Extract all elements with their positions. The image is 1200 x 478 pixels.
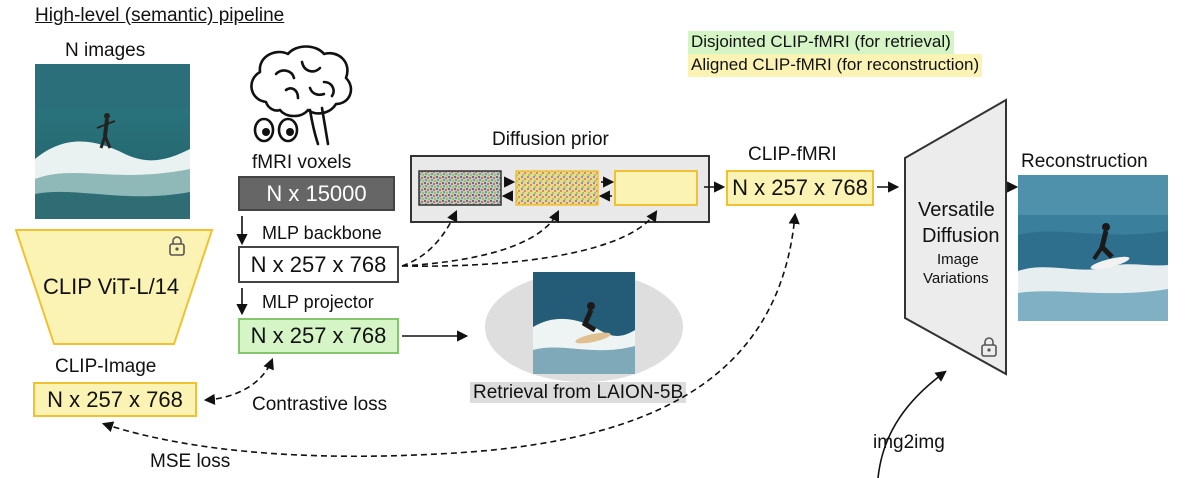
- noise-block-2: [515, 170, 599, 206]
- mse-loss-label: MSE loss: [150, 451, 231, 472]
- versatile-title-2: Diffusion: [922, 225, 1000, 247]
- voxels-box: N x 15000: [238, 176, 395, 211]
- img2img-label: img2img: [873, 432, 945, 453]
- dashed-backbone-noise1: [401, 209, 458, 267]
- brain-icon: [250, 45, 353, 146]
- n-images-label: N images: [65, 40, 146, 61]
- arrow-img2img: [877, 370, 947, 478]
- versatile-title-1: Versatile: [918, 199, 995, 221]
- lock-icon: [981, 337, 997, 357]
- dashed-backbone-noise2: [401, 209, 560, 267]
- prior-output-block: [614, 170, 698, 206]
- versatile-sub-1: Image: [937, 251, 979, 268]
- dashed-mse: [101, 212, 800, 458]
- diagram-title: High-level (semantic) pipeline: [35, 5, 285, 26]
- diffusion-prior-label: Diffusion prior: [492, 129, 609, 150]
- legend-aligned: Aligned CLIP-fMRI (for reconstruction): [688, 54, 983, 77]
- fmri-voxels-label: fMRI voxels: [252, 152, 352, 173]
- noise-block-1: [418, 170, 502, 206]
- clip-fmri-label: CLIP-fMRI: [748, 144, 837, 165]
- dashed-contrastive: [203, 357, 274, 405]
- clip-fmri-box: N x 257 x 768: [726, 170, 874, 206]
- reconstruction-image: [1018, 175, 1168, 321]
- reconstruction-label: Reconstruction: [1021, 151, 1148, 172]
- versatile-diffusion-shape: [904, 98, 1007, 376]
- legend-disjointed: Disjointed CLIP-fMRI (for retrieval): [688, 31, 954, 54]
- versatile-sub-2: Variations: [923, 270, 989, 287]
- input-surf-image: [35, 64, 190, 219]
